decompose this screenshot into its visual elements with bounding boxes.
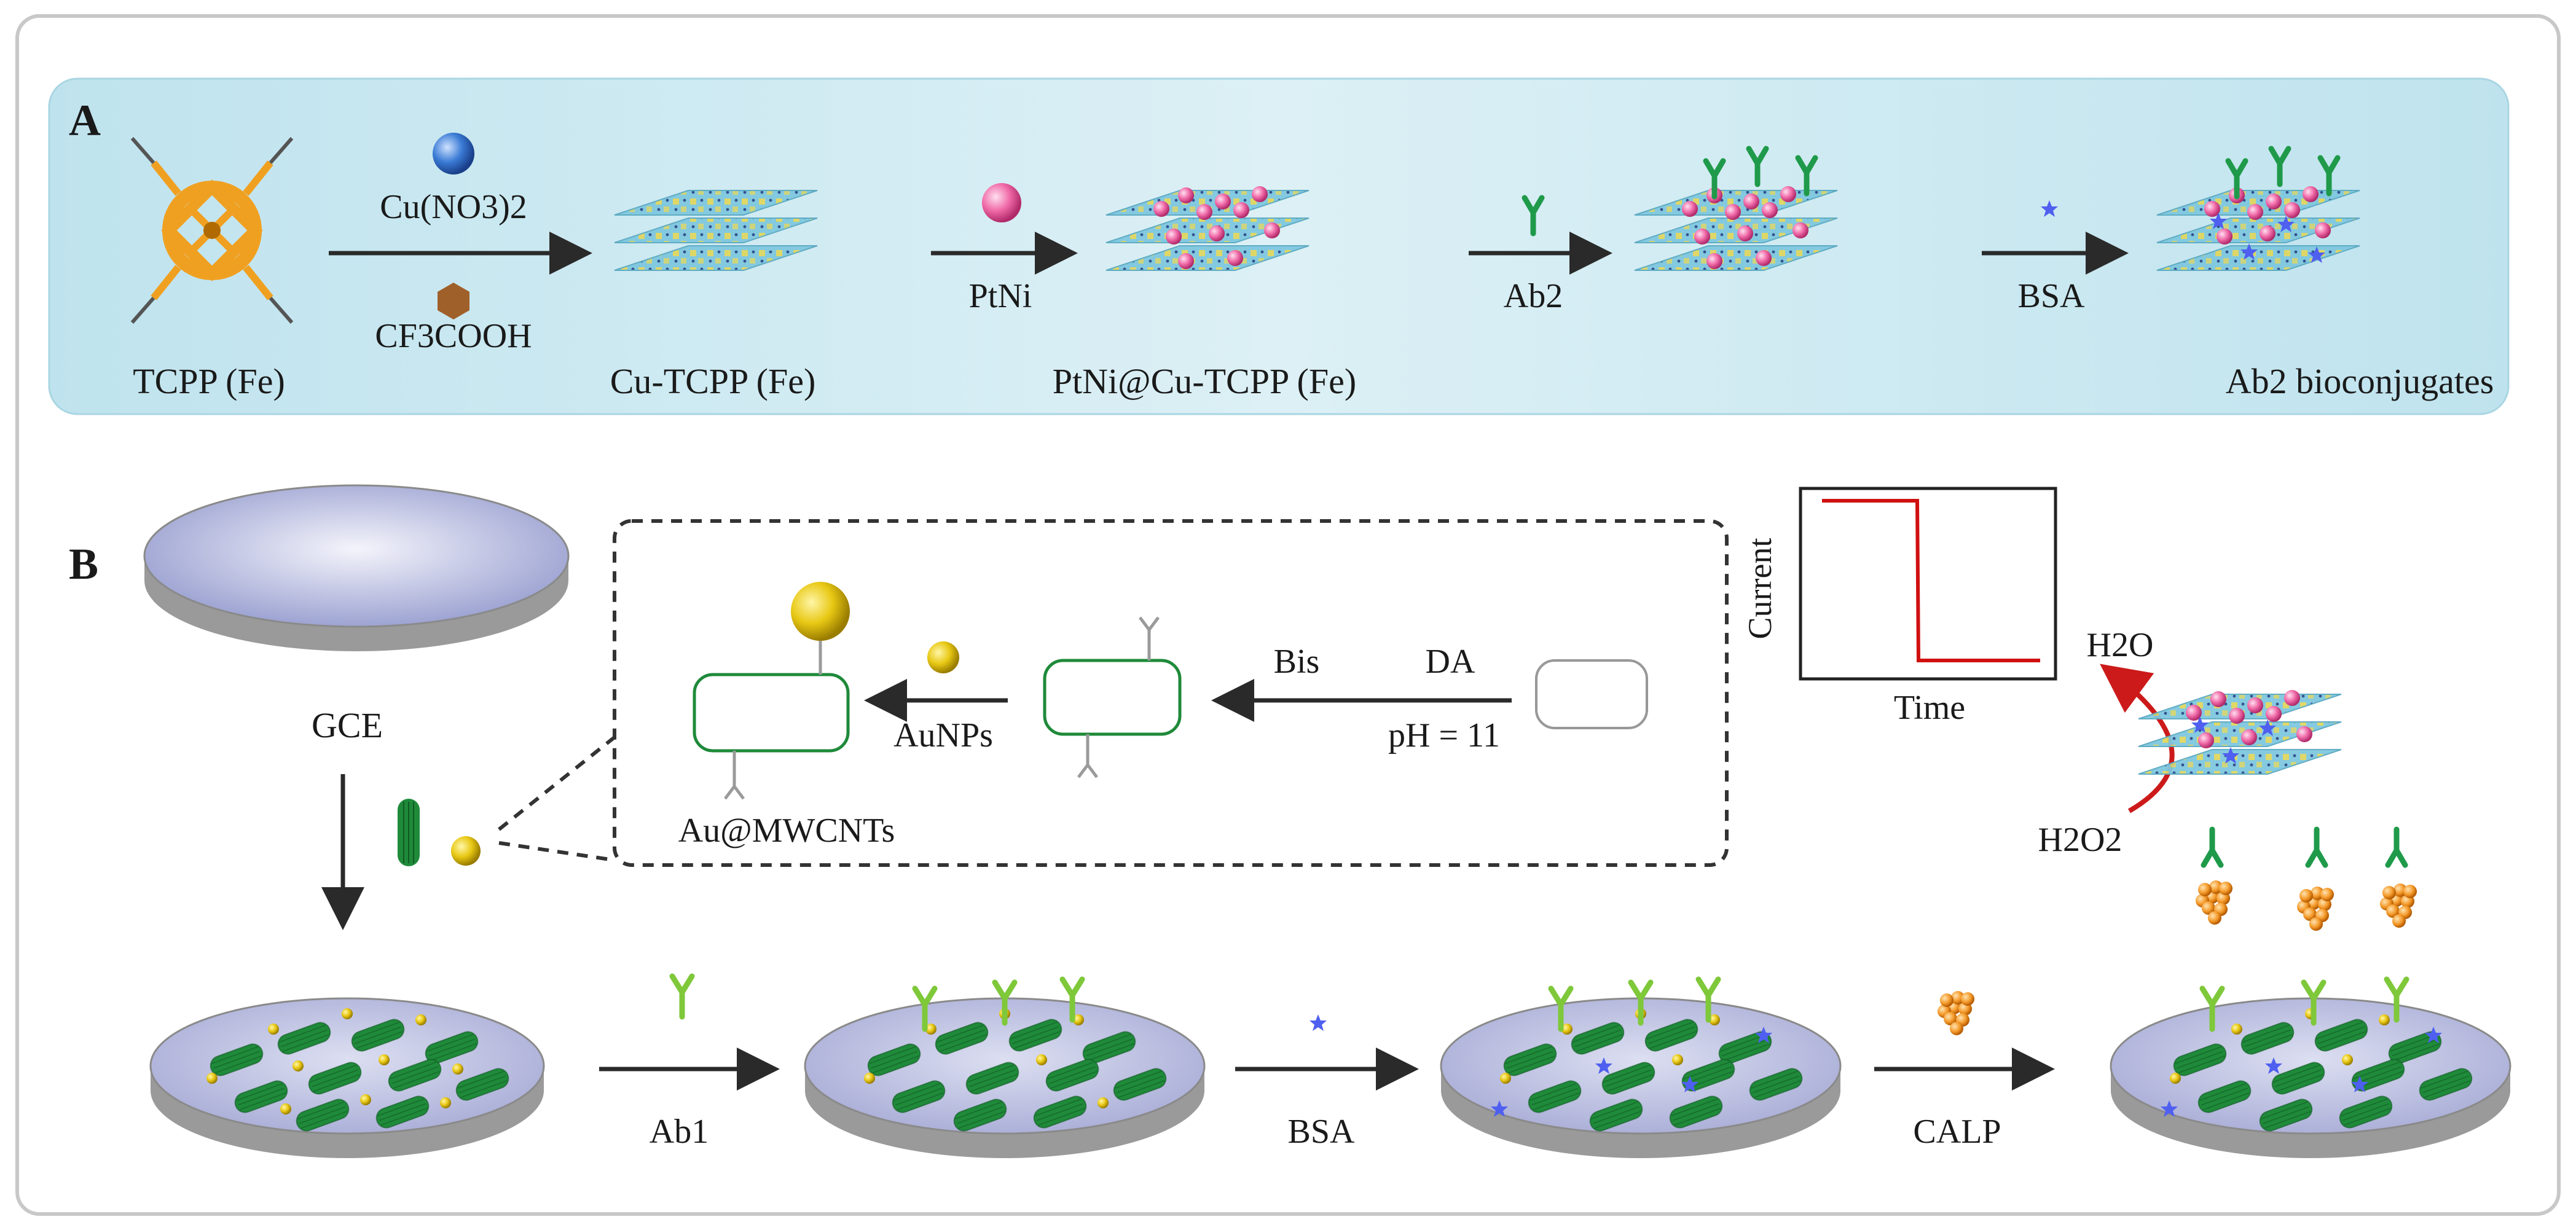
ptni-particle-icon	[982, 183, 1021, 222]
catalysis-arrow	[2100, 664, 2175, 813]
electrode-au-mwcnt	[149, 997, 545, 1158]
cu-ion-icon	[433, 133, 474, 174]
step1-reagent-bottom: CF3COOH	[375, 317, 532, 355]
step-calp-label: CALP	[1913, 1113, 2001, 1151]
inset-da: DA	[1426, 643, 1475, 681]
inset-aunps: AuNPs	[893, 716, 993, 754]
mwcnt-functionalized	[1043, 616, 1182, 778]
gce-electrode	[143, 484, 570, 651]
h2o-label: H2O	[2087, 626, 2154, 664]
inset-box	[613, 519, 1729, 867]
cu-tcpp-label: Cu-TCPP (Fe)	[610, 361, 816, 401]
h2o2-label: H2O2	[2038, 821, 2122, 859]
electrode-final	[2110, 979, 2511, 1158]
panel-a-letter: A	[69, 96, 101, 145]
inset-au-icon	[927, 641, 959, 673]
step3-reagent: Ab2	[1504, 277, 1563, 315]
electrode-ab1	[804, 979, 1206, 1158]
current-time-graph	[1799, 487, 2057, 681]
cf3cooh-icon	[438, 283, 469, 319]
step-ab1-label: Ab1	[650, 1113, 709, 1151]
mwcnt-plain	[1535, 659, 1648, 729]
au-mwcnt-icon	[398, 799, 420, 866]
inset-ph: pH = 11	[1388, 716, 1500, 754]
electrode-bsa	[1440, 979, 1842, 1158]
step-bsa-label: BSA	[1288, 1113, 1355, 1151]
au-mwcnt-product	[693, 582, 850, 800]
au-nanoparticle-small	[451, 836, 481, 866]
electrode-row	[149, 976, 2511, 1158]
inset-bis: Bis	[1274, 643, 1320, 681]
tcpp-molecule	[130, 137, 294, 324]
tcpp-label: TCPP (Fe)	[133, 361, 285, 401]
step1-reagent-top: Cu(NO3)2	[380, 188, 527, 226]
gce-label: GCE	[312, 705, 383, 745]
inset-pointer-top	[498, 735, 616, 831]
panel-b-letter: B	[69, 539, 98, 589]
graph-xlabel: Time	[1894, 689, 1965, 727]
bioconjugate-label: Ab2 bioconjugates	[2226, 361, 2494, 401]
inset-product-label: Au@MWCNTs	[678, 812, 895, 850]
ptni-cu-tcpp-label: PtNi@Cu-TCPP (Fe)	[1053, 361, 1356, 401]
graph-ylabel: Current	[1742, 538, 1778, 640]
step4-reagent: BSA	[2018, 277, 2085, 315]
step2-reagent: PtNi	[969, 277, 1032, 315]
